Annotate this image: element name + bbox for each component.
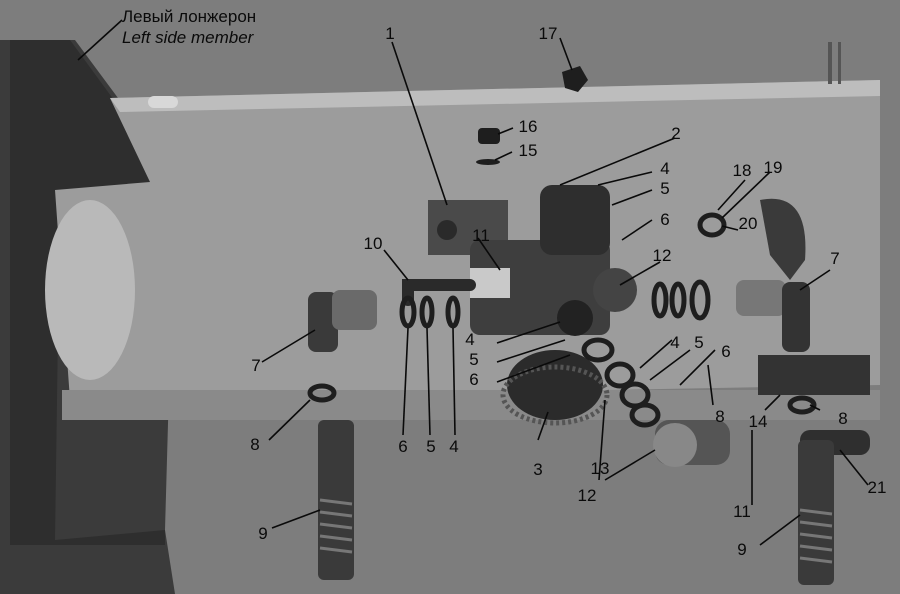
elbow-tube <box>402 279 476 306</box>
mount-bolt <box>437 220 457 240</box>
valve-outlet <box>557 300 593 336</box>
blade-bracket <box>760 198 806 280</box>
callout-10: 10 <box>363 234 383 253</box>
callout-2: 2 <box>671 124 681 143</box>
callout-6-right: 6 <box>721 342 731 361</box>
right-fitting-nut <box>736 280 786 316</box>
callout-4-right: 4 <box>670 333 680 352</box>
callout-8-right: 8 <box>838 409 848 428</box>
callout-20: 20 <box>738 214 758 233</box>
callout-9-left: 9 <box>258 524 268 543</box>
callout-14: 14 <box>748 412 768 431</box>
callout-4-mid: 4 <box>465 330 475 349</box>
cap-16 <box>478 128 500 144</box>
member-bottom-flange <box>62 390 880 420</box>
washer-15 <box>476 159 500 165</box>
callout-15: 15 <box>518 141 538 160</box>
callout-5-top: 5 <box>660 179 670 198</box>
rail-right-b <box>838 42 841 84</box>
leader-lines <box>77 19 869 546</box>
callout-13: 13 <box>590 459 610 478</box>
nut-17 <box>562 66 588 92</box>
callout-4-top: 4 <box>660 159 670 178</box>
callout-6-mid: 6 <box>469 370 479 389</box>
callout-19: 19 <box>763 158 783 177</box>
seal-rings <box>307 212 817 428</box>
rail-right-a <box>828 42 832 84</box>
callout-12-bottom: 12 <box>577 486 597 505</box>
valve-top <box>540 185 610 255</box>
callout-4-bottom: 4 <box>449 437 459 456</box>
callout-6-bottom: 6 <box>398 437 408 456</box>
callout-12-top: 12 <box>652 246 672 265</box>
callout-3: 3 <box>533 460 543 479</box>
callout-5-bottom: 5 <box>426 437 436 456</box>
member-hole <box>45 200 135 380</box>
member-top-flange <box>110 80 880 112</box>
valve-port <box>470 268 510 298</box>
callout-1: 1 <box>385 24 395 43</box>
callout-5-right: 5 <box>694 333 704 352</box>
callout-7-left: 7 <box>251 356 261 375</box>
callout-11-bottom: 11 <box>733 502 751 521</box>
pipe-14 <box>758 355 870 395</box>
bracket-edge <box>10 40 165 545</box>
left-fitting-nut <box>332 290 377 330</box>
caption-en: Left side member <box>122 28 254 47</box>
shaft-threads <box>319 498 833 564</box>
callout-11-top: 11 <box>472 226 490 245</box>
callout-6-top: 6 <box>660 210 670 229</box>
left-fitting-elbow <box>308 292 338 352</box>
callout-16: 16 <box>518 117 538 136</box>
callout-7-right: 7 <box>830 249 840 268</box>
caption-ru: Левый лонжерон <box>122 7 257 26</box>
member-slot <box>148 96 178 108</box>
callout-8-mid: 8 <box>715 407 725 426</box>
right-port <box>593 268 637 312</box>
callout-18: 18 <box>732 161 752 180</box>
callout-5-mid: 5 <box>469 350 479 369</box>
callout-21: 21 <box>867 478 887 497</box>
right-fitting-elbow <box>782 282 810 352</box>
callout-17: 17 <box>538 24 558 43</box>
side-member-caption: Левый лонжерон Left side member <box>122 6 256 48</box>
gear-teeth <box>500 364 610 426</box>
callout-9-right: 9 <box>737 540 747 559</box>
callout-8-left: 8 <box>250 435 260 454</box>
lower-elbow-face <box>653 423 697 467</box>
gear-wheel <box>507 350 603 420</box>
